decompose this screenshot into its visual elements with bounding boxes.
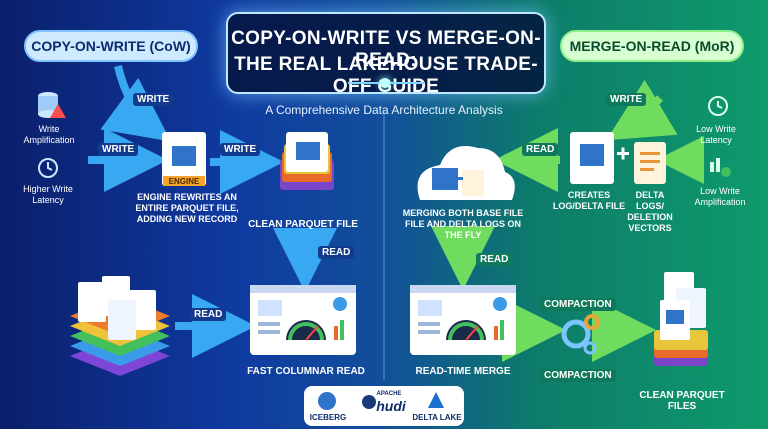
fast-columnar-read-label: FAST COLUMNAR READ: [247, 366, 365, 377]
compaction-tag-bottom: COMPACTION: [540, 369, 616, 382]
mor-speed-label: SPEED: [454, 343, 478, 350]
engine-badge: ENGINE: [168, 177, 200, 186]
iceberg-logo-icon: [318, 392, 336, 410]
cow-speed-label: SPEED: [294, 343, 318, 350]
delta-logs-file-icon: [634, 142, 666, 184]
clock-icon: [38, 158, 58, 178]
database-icon: [38, 92, 66, 118]
clean-parquet-file-icon: [280, 132, 334, 190]
merge-cloud-icon: [417, 146, 515, 200]
hudi-logo-label: hudi: [376, 398, 406, 414]
hudi-logo-icon: [362, 395, 376, 409]
log-delta-file-icon: [570, 132, 614, 184]
clean-parquet-files-icon: [654, 272, 708, 366]
mor-write-arrow-top: [606, 79, 678, 141]
cow-write-tag-left: WRITE: [98, 143, 139, 156]
engine-file-icon: [162, 132, 206, 186]
title-glow-dots: [348, 78, 424, 88]
hudi-apache-label: APACHE: [376, 391, 402, 397]
engine-caption: ENGINE REWRITES AN ENTIRE PARQUET FILE, …: [135, 192, 239, 224]
title-box: COPY-ON-WRITE VS MERGE-ON-READ: THE REAL…: [226, 12, 546, 97]
cow-dashboard-icon: [250, 285, 356, 355]
merging-caption: MERGING BOTH BASE FILE FILE AND DELTA LO…: [402, 208, 524, 240]
clean-parquet-file-label: CLEAN PARQUET FILE: [248, 219, 358, 230]
mor-benefit-low-write-latency: Low Write Latency: [696, 124, 736, 145]
cow-write-tag-right: WRITE: [220, 143, 261, 156]
mor-header: MERGE-ON-READ (MoR): [560, 30, 744, 62]
cow-write-tag-top: WRITE: [133, 93, 174, 106]
mor-read-tag-top: READ: [522, 143, 559, 156]
clean-parquet-files-label: CLEAN PARQUET FILES: [639, 390, 725, 412]
compaction-tag-top: COMPACTION: [540, 298, 616, 311]
subtitle: A Comprehensive Data Architecture Analys…: [265, 103, 503, 117]
cow-read-tag-bottom: READ: [190, 308, 227, 321]
mor-dashboard-icon: [410, 285, 516, 355]
read-time-merge-label: READ-TIME MERGE: [415, 366, 511, 377]
delta-lake-logo-icon: [428, 392, 444, 408]
delta-lake-logo-label: DELTA LAKE: [412, 413, 462, 422]
cow-issue-higher-write-latency: Higher Write Latency: [23, 184, 73, 205]
iceberg-logo-label: ICEBERG: [309, 413, 347, 422]
plus-icon: [617, 147, 629, 160]
chart-check-icon: [710, 158, 731, 177]
title-line-1: COPY-ON-WRITE VS MERGE-ON-READ:: [231, 28, 541, 71]
logo-bar: ICEBERG APACHE hudi DELTA LAKE: [304, 386, 464, 426]
delta-logs-label: DELTA LOGS/ DELETION VECTORS: [627, 190, 673, 233]
cow-header: COPY-ON-WRITE (CoW): [24, 30, 198, 62]
mor-write-tag-top: WRITE: [606, 93, 647, 106]
mor-read-tag-mid: READ: [476, 253, 513, 266]
cow-read-tag-mid: READ: [318, 246, 355, 259]
cow-issue-write-amplification: Write Amplification: [23, 124, 75, 145]
stopwatch-icon: [708, 96, 728, 116]
file-layers-stack-icon: [70, 276, 170, 376]
creates-log-delta-file-label: CREATES LOG/DELTA FILE: [552, 190, 626, 211]
gears-icon: [561, 314, 600, 355]
mor-benefit-low-write-amplification: Low Write Amplification: [694, 186, 746, 207]
